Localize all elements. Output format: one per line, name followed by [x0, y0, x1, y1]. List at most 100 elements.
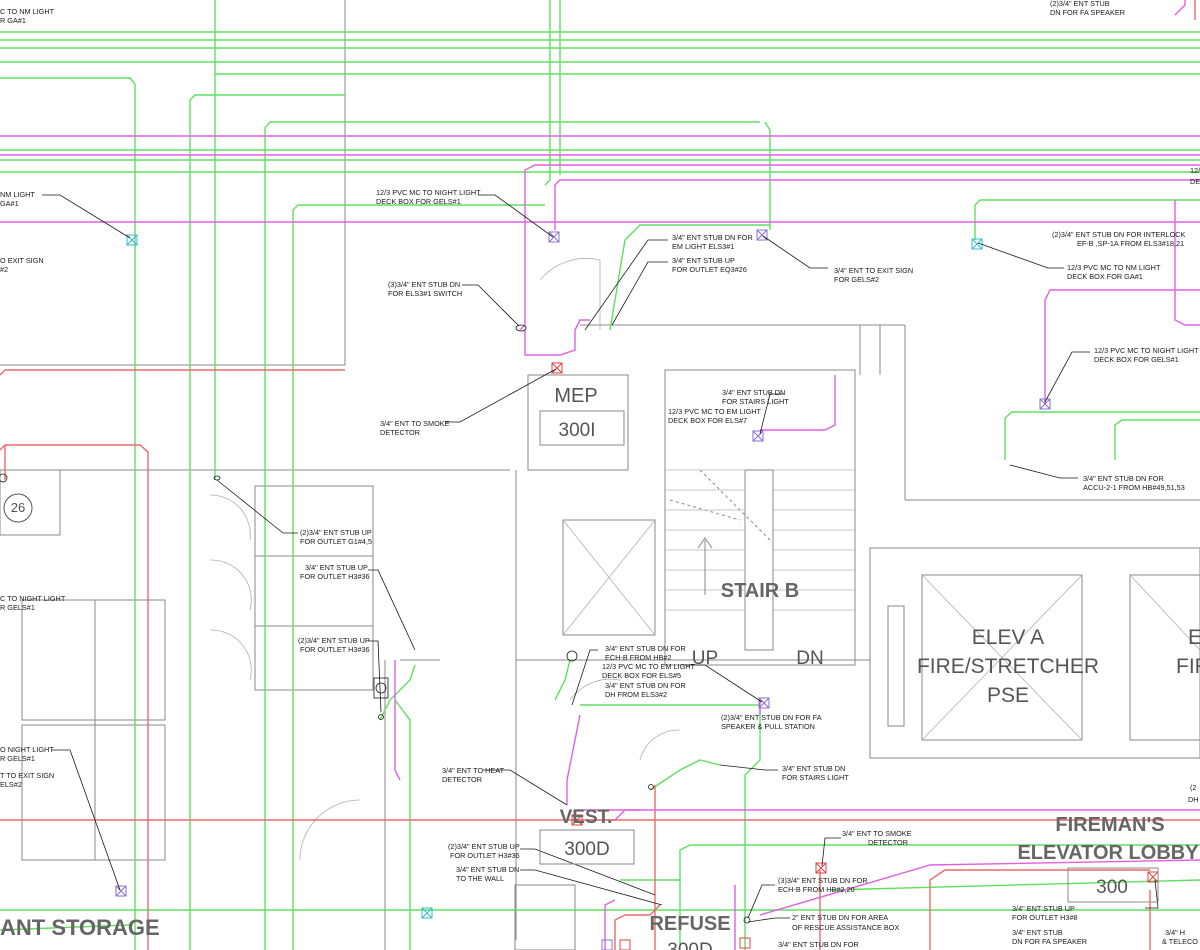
room-number-vest: 300D: [564, 839, 609, 860]
note-ech-b-group-line3: 12/3 PVC MC TO EM LIGHT: [602, 662, 696, 671]
smoke-detector-icon: [551, 362, 1159, 950]
column-tag-icon: 26: [3, 493, 33, 523]
deck-box-icon: [115, 229, 1051, 950]
note-outlet-g1-line2: FOR OUTLET G1#4,5: [300, 537, 372, 546]
note-night-light-lower-left-line2: R GELS#1: [0, 754, 35, 763]
note-outlet-h3-c-line2: FOR OUTLET H3#36: [450, 851, 520, 860]
note-fa-speaker-bottom: 3/4" ENT STUB: [1012, 928, 1063, 937]
stub-marker-icon: [0, 324, 751, 924]
room-name-vest: VEST.: [560, 807, 613, 828]
room-name-refuse: REFUSE: [649, 913, 730, 935]
note-els3-switch: (3)3/4" ENT STUB DN: [388, 280, 460, 289]
room-number-mep: 300I: [559, 420, 596, 441]
note-outlet-eq3-line2: FOR OUTLET EQ3#26: [672, 265, 747, 274]
room-number-fireman: 300: [1096, 877, 1128, 898]
note-exit-sign-left: O EXIT SIGN: [0, 256, 44, 265]
note-smoke-detector-mep-line2: DETECTOR: [380, 428, 420, 437]
note-fa-speaker-bottom-line2: DN FOR FA SPEAKER: [1012, 937, 1087, 946]
note-outlet-h3-b: (2)3/4" ENT STUB UP: [298, 636, 370, 645]
note-stairs-light-bottom-line2: FOR STAIRS LIGHT: [782, 773, 849, 782]
note-fa-speaker-pull-station-line2: SPEAKER & PULL STATION: [721, 722, 815, 731]
note-stub-dn-bottom: 3/4" ENT STUB DN FOR: [778, 940, 859, 949]
note-right-edge-partial-line2: DE: [1190, 177, 1200, 186]
note-ech-b-group-line5: 3/4" ENT STUB DN FOR: [605, 681, 686, 690]
note-interlock-ef-b: (2)3/4" ENT STUB DN FOR INTERLOCK: [1052, 230, 1186, 239]
device-symbols: 26: [0, 229, 1159, 950]
note-night-light-left: C TO NIGHT LIGHT: [0, 594, 66, 603]
note-interlock-ef-b-line2: EF-B ,SP-1A FROM ELS3#18,21: [1077, 239, 1184, 248]
note-night-light-deck-box-right-line2: DECK BOX FOR GELS#1: [1094, 355, 1179, 364]
note-smoke-detector-lobby: 3/4" ENT TO SMOKE: [842, 829, 912, 838]
note-rescue-assistance-box-line2: OF RESCUE ASSISTANCE BOX: [792, 923, 899, 932]
room-tag-box-mep: [539, 410, 625, 446]
note-nm-light-deck-box-line2: DECK BOX FOR GA#1: [1067, 272, 1143, 281]
note-fa-speaker-top-line2: DN FOR FA SPEAKER: [1050, 8, 1125, 17]
room-name-stair-b: STAIR B: [721, 580, 800, 602]
leader-lines: [42, 194, 1159, 923]
elevator-a-label-line3: PSE: [987, 684, 1029, 707]
note-night-light-deck-box-right: 12/3 PVC MC TO NIGHT LIGHT: [1094, 346, 1199, 355]
note-night-light-deck-box-line2: DECK BOX FOR GELS#1: [376, 197, 461, 206]
note-exit-sign-lower-left: T TO EXIT SIGN: [0, 771, 54, 780]
room-name-storage: ANT STORAGE: [0, 915, 160, 940]
note-ech-b-group-line2: ECH-B FROM HB#2: [605, 653, 672, 662]
note-nm-light-left-line2: GA#1: [0, 199, 19, 208]
note-dh-partial-line2: DH: [1188, 795, 1199, 804]
note-rescue-assistance-box: 2" ENT STUB DN FOR AREA: [792, 913, 888, 922]
note-night-light-deck-box: 12/3 PVC MC TO NIGHT LIGHT: [376, 188, 481, 197]
room-name-mep: MEP: [554, 385, 597, 407]
note-ech-b-group-line6: DH FROM ELS3#2: [605, 690, 667, 699]
note-els3-switch-line2: FOR ELS3#1 SWITCH: [388, 289, 462, 298]
note-accu-2-1: 3/4" ENT STUB DN FOR: [1083, 474, 1164, 483]
note-outlet-h3-a: 3/4" ENT STUB UP: [305, 563, 368, 572]
elevator-a-label-line1: ELEV A: [972, 626, 1044, 649]
note-heat-detector: 3/4" ENT TO HEAT: [442, 766, 505, 775]
note-fa-speaker-top: (2)3/4" ENT STUB: [1050, 0, 1110, 8]
note-stub-to-wall-line2: TO THE WALL: [456, 874, 504, 883]
note-nm-light-top-left-line2: R GA#1: [0, 16, 26, 25]
note-smoke-detector-lobby-line2: DETECTOR: [868, 838, 908, 847]
room-name-fireman-line2: ELEVATOR LOBBY: [1017, 842, 1199, 864]
note-exit-sign-gels: 3/4" ENT TO EXIT SIGN: [834, 266, 913, 275]
note-heat-detector-line2: DETECTOR: [442, 775, 482, 784]
note-exit-sign-left-line2: #2: [0, 265, 8, 274]
note-em-light-els3: 3/4" ENT STUB DN FOR: [672, 233, 753, 242]
note-stairs-light-bottom: 3/4" ENT STUB DN: [782, 764, 845, 773]
column-tag-label: 26: [11, 500, 25, 515]
room-tag-box-vest: [539, 829, 635, 865]
note-right-edge-partial: 12/3: [1190, 166, 1200, 175]
note-ech-b-group-line4: DECK BOX FOR ELS#5: [602, 671, 681, 680]
note-em-light-els7: 12/3 PVC MC TO EM LIGHT: [668, 407, 762, 416]
room-name-fireman-line1: FIREMAN'S: [1055, 814, 1164, 836]
elevator-b-label-line1: E: [1188, 626, 1200, 649]
note-nm-light-left: NM LIGHT: [0, 190, 35, 199]
junction-box-icon: [126, 234, 983, 919]
note-outlet-h3-c: (2)3/4" ENT STUB UP: [448, 842, 520, 851]
note-night-light-lower-left: O NIGHT LIGHT: [0, 745, 54, 754]
note-nm-light-deck-box: 12/3 PVC MC TO NM LIGHT: [1067, 263, 1161, 272]
note-night-light-left-line2: R GELS#1: [0, 603, 35, 612]
note-telecom-partial: 3/4" H: [1165, 928, 1185, 937]
note-outlet-h3-a-line2: FOR OUTLET H3#36: [300, 572, 370, 581]
note-stairs-light-top: 3/4" ENT STUB DN: [722, 388, 785, 397]
note-stub-to-wall: 3/4" ENT STUB DN: [456, 865, 519, 874]
note-accu-2-1-line2: ACCU-2-1 FROM HB#49,51,53: [1083, 483, 1185, 492]
note-outlet-g1: (2)3/4" ENT STUB UP: [300, 528, 372, 537]
note-fa-speaker-pull-station: (2)3/4" ENT STUB DN FOR FA: [721, 713, 822, 722]
stair-dn-label: DN: [796, 648, 823, 669]
note-exit-sign-lower-left-line2: ELS#2: [0, 780, 22, 789]
note-outlet-h3-8: 3/4" ENT STUB UP: [1012, 904, 1075, 913]
note-outlet-h3-8-line2: FOR OUTLET H3#8: [1012, 913, 1078, 922]
note-em-light-els3-line2: EM LIGHT ELS3#1: [672, 242, 734, 251]
note-ech-b-group: 3/4" ENT STUB DN FOR: [605, 644, 686, 653]
note-stairs-light-top-line2: FOR STAIRS LIGHT: [722, 397, 789, 406]
room-tag-box-fireman: [1067, 867, 1159, 903]
note-exit-sign-gels-line2: FOR GELS#2: [834, 275, 879, 284]
